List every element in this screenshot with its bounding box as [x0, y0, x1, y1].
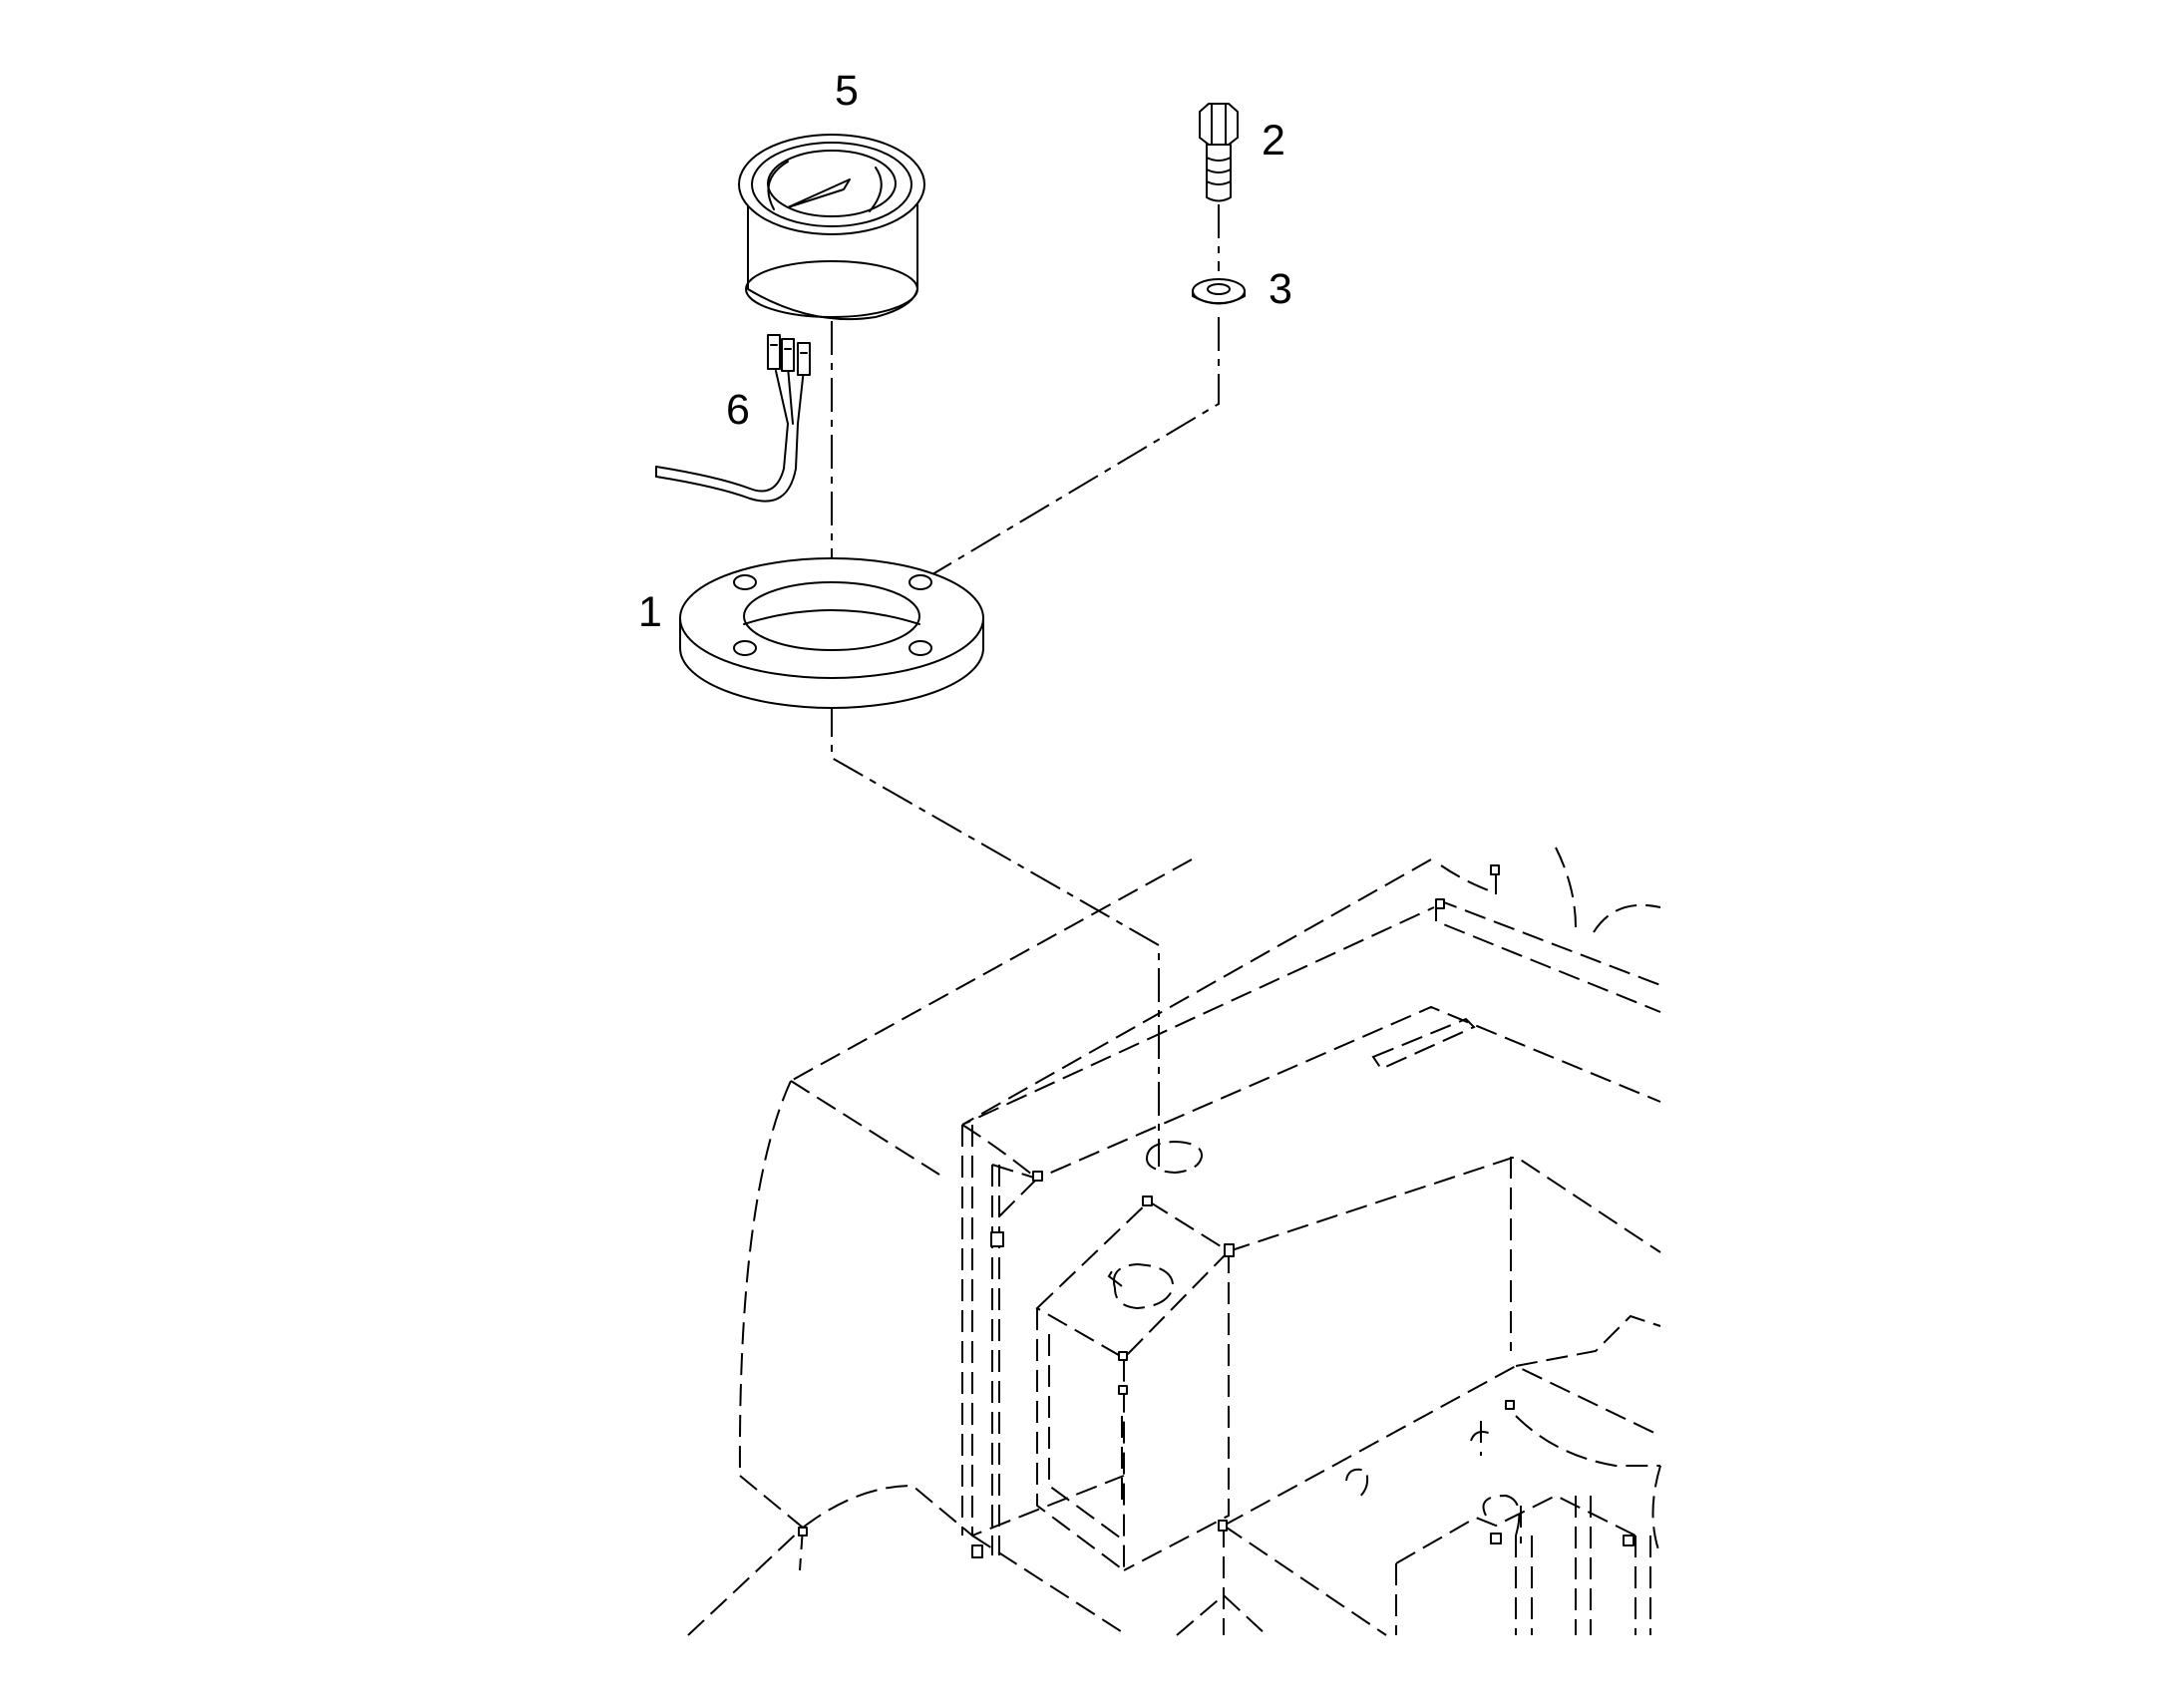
- callout-harness: 6: [726, 386, 750, 434]
- flange-part: [679, 557, 984, 709]
- terminal-1: [767, 334, 781, 370]
- gauge-body-bottom: [745, 260, 918, 318]
- terminal-3: [797, 342, 811, 376]
- flange-bore: [743, 581, 920, 651]
- washer-part: [1192, 278, 1246, 305]
- gauge-bezel: [738, 134, 925, 235]
- bolt-head: [1199, 103, 1239, 146]
- gauge-part: [738, 134, 925, 320]
- harness-part: [655, 334, 811, 503]
- callout-flange: 1: [638, 588, 662, 636]
- flange-to-mount-line: [831, 703, 1160, 1167]
- callout-washer: 3: [1269, 265, 1292, 313]
- flange-hole-2: [908, 574, 932, 590]
- bolt-part: [1199, 103, 1239, 202]
- flange-hole-1: [733, 574, 757, 590]
- vehicle-structure: [687, 847, 1661, 1636]
- terminal-2: [781, 338, 795, 372]
- callout-gauge: 5: [835, 67, 859, 115]
- washer-hole: [1207, 283, 1231, 295]
- gauge-dial-face: [767, 150, 897, 217]
- flange-hole-3: [733, 640, 757, 656]
- frame-nodes: [798, 864, 1635, 1558]
- gauge-needle: [787, 178, 851, 208]
- callout-labels: 5 2 3 6 1: [638, 67, 1292, 636]
- flange-hole-4: [908, 640, 932, 656]
- callout-bolt: 2: [1262, 117, 1285, 165]
